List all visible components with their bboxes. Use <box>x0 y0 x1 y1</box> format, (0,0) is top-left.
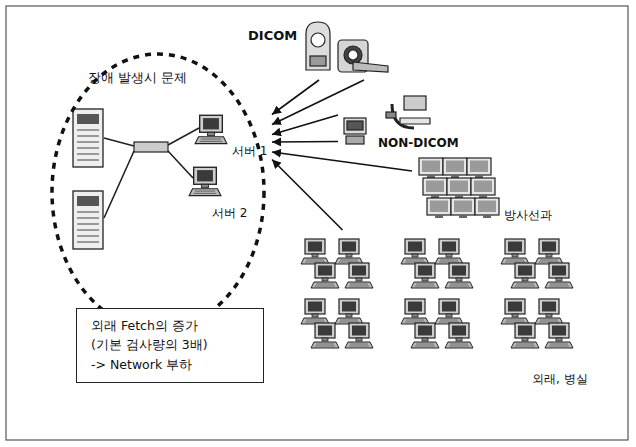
note-text: (기본 검사량의 3배) <box>91 335 249 354</box>
note-box: 외래 Fetch의 증가(기본 검사량의 3배)-> Network 부하 <box>76 308 264 383</box>
radiology-workstations <box>419 158 499 218</box>
node-label: DICOM <box>248 28 297 44</box>
note-text: -> Network 부하 <box>91 355 249 374</box>
server-pcs <box>189 115 227 195</box>
workstation-group: 방사선과 <box>412 152 562 228</box>
frame <box>6 6 628 440</box>
data-flow-arrow <box>272 160 343 231</box>
pc-group: 외래, 병실 <box>296 230 606 400</box>
node-label: 방사선과 <box>504 208 552 223</box>
note-text: 외래 Fetch의 증가 <box>91 316 249 335</box>
node-label: 서버 1 <box>232 144 267 159</box>
server-node: 서버 2 <box>186 164 256 226</box>
failure-zone: 장애 발생시 문제서버 1 서버 2 <box>50 52 266 332</box>
data-flow-arrow <box>272 141 338 143</box>
node-label: 외래, 병실 <box>532 372 588 387</box>
data-flow-arrow <box>272 152 412 171</box>
device-group: NON-DICOM <box>338 92 463 158</box>
node-label: NON-DICOM <box>378 136 459 151</box>
data-flow-arrow <box>272 115 338 134</box>
server-racks <box>73 109 103 249</box>
server-node: 서버 1 <box>190 112 272 162</box>
device-group: DICOM <box>244 14 394 80</box>
node-label: 서버 2 <box>212 206 247 221</box>
dashed-ellipse <box>50 52 266 332</box>
network-hub <box>104 128 199 218</box>
data-flow-arrow <box>272 80 364 125</box>
dicom-devices <box>306 22 388 72</box>
node-label: 장애 발생시 문제 <box>88 70 187 86</box>
data-flow-arrow <box>272 80 319 115</box>
outpatient-pcs <box>301 239 573 348</box>
